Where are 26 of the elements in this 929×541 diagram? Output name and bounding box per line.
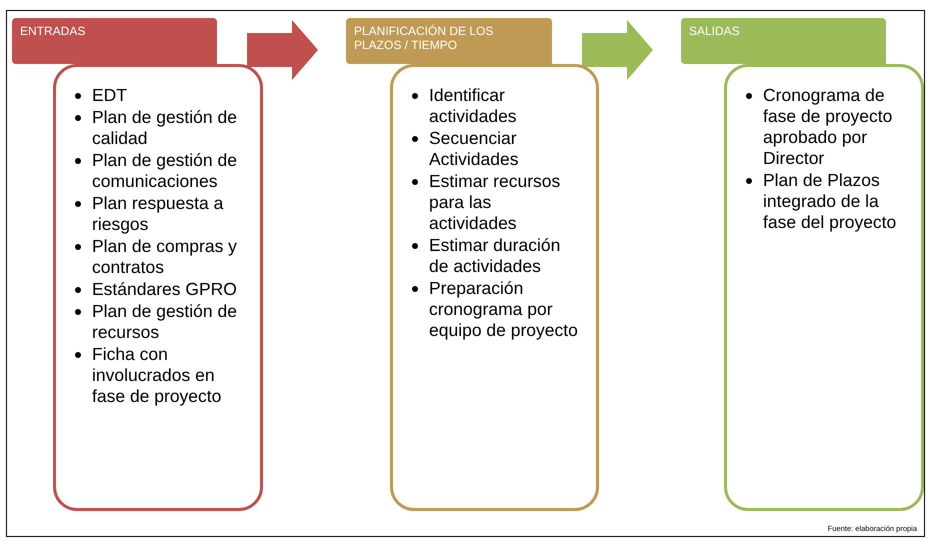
bullet-item: Estándares GPRO [92,279,237,299]
list-box [390,64,599,511]
bullet-item: Plan de gestión de comunicaciones [92,150,237,191]
header-label: SALIDAS [689,24,741,38]
header-box [12,18,217,64]
header-label: ENTRADAS [20,24,86,38]
block-arrow [582,20,653,80]
bullet-item: Cronograma de fase de proyecto aprobado por Director [763,85,892,168]
bullet-item: EDT [92,85,127,105]
bullet-item: Plan de gestión de recursos [92,301,237,342]
bullet-item: Estimar duración de actividades [429,235,560,276]
bullet-item: Ficha con involucrados en fase de proyecto [92,344,222,406]
header-label: PLANIFICACIÓN DE LOS PLAZOS / TIEMPO [354,24,494,52]
bullet-item: Secuenciar Actividades [429,128,518,169]
bullet-item: Identificar actividades [429,85,517,126]
bullet-item: Estimar recursos para las actividades [429,171,560,233]
header-box [346,18,552,64]
list-box [724,64,924,511]
bullet-item: Plan de gestión de calidad [92,107,237,148]
block-arrow [247,20,318,80]
list-box [53,64,263,511]
bullet-item: Plan de compras y contratos [92,236,237,277]
bullet-item: Preparación cronograma por equipo de proyecto [429,278,578,340]
bullet-item: Plan respuesta a riesgos [92,193,224,234]
bullet-item: Plan de Plazos integrado de la fase del proyecto [763,170,896,232]
header-box [681,18,886,64]
